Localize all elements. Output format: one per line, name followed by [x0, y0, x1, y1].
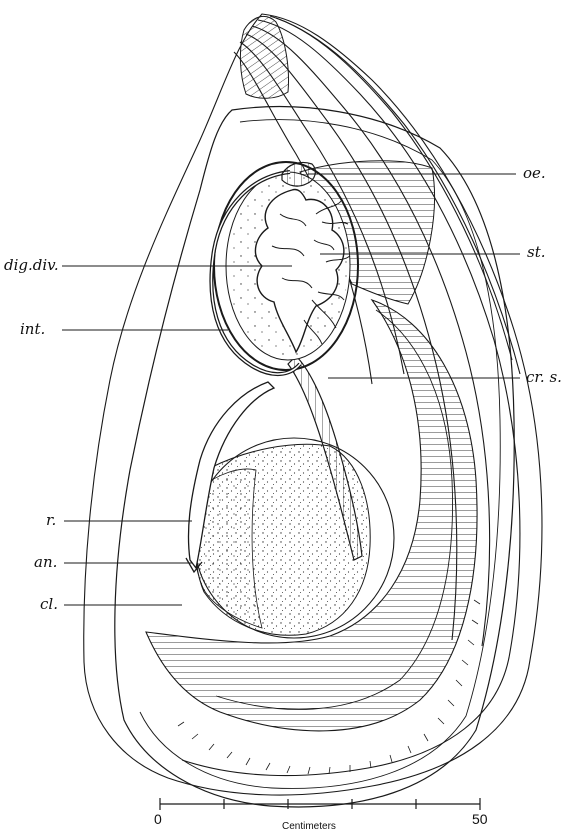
label-cloaca: cl. — [40, 596, 58, 612]
label-stomach: st. — [527, 244, 546, 260]
label-crystalline-style-sac: cr. s. — [526, 369, 562, 385]
umbo-ligament — [240, 16, 288, 98]
label-oesophagus: oe. — [523, 165, 546, 181]
scale-end: 50 — [472, 812, 488, 826]
label-digestive-diverticula: dig.div. — [4, 257, 59, 273]
scale-bar — [160, 798, 480, 810]
label-intestine: int. — [20, 321, 45, 337]
label-rectum: r. — [46, 512, 56, 528]
scale-unit: Centimeters — [282, 822, 336, 832]
label-anus: an. — [34, 554, 57, 570]
scale-start: 0 — [154, 812, 162, 826]
